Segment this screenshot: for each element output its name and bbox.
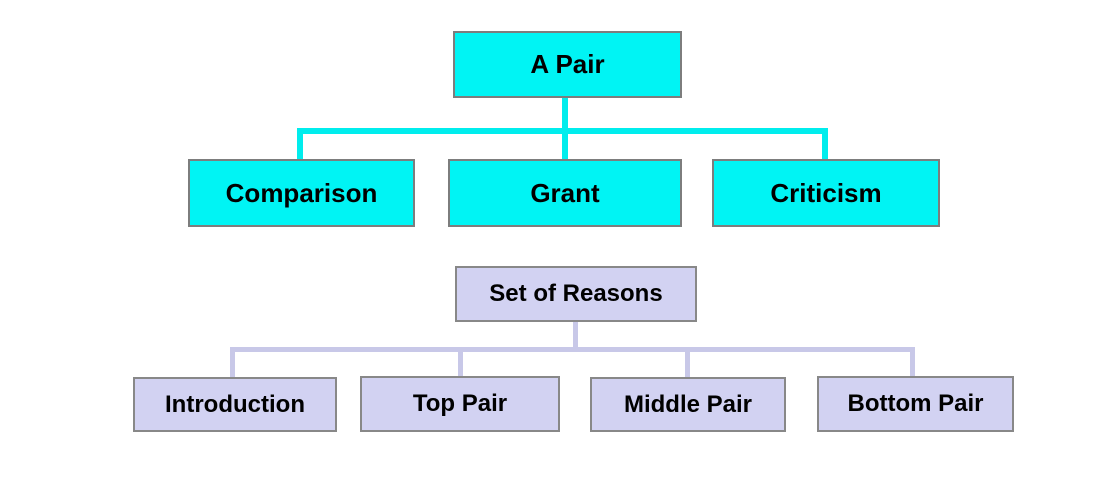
node-grant: Grant xyxy=(448,159,682,227)
node-comparison: Comparison xyxy=(188,159,415,227)
reasons-tree-drop-line-4 xyxy=(910,350,915,377)
node-introduction: Introduction xyxy=(133,377,337,432)
pair-tree-drop-line-3 xyxy=(822,131,828,159)
node-a-pair: A Pair xyxy=(453,31,682,98)
pair-tree-drop-line-1 xyxy=(297,131,303,159)
node-set-of-reasons: Set of Reasons xyxy=(455,266,697,322)
node-top-pair: Top Pair xyxy=(360,376,560,432)
pair-tree-root-stem-line xyxy=(562,98,568,131)
node-criticism: Criticism xyxy=(712,159,940,227)
reasons-tree-drop-line-3 xyxy=(685,350,690,377)
node-bottom-pair: Bottom Pair xyxy=(817,376,1014,432)
reasons-tree-root-stem-line xyxy=(573,322,578,350)
reasons-tree-drop-line-2 xyxy=(458,350,463,377)
node-middle-pair: Middle Pair xyxy=(590,377,786,432)
pair-tree-drop-line-2 xyxy=(562,131,568,159)
reasons-tree-horizontal-line xyxy=(230,347,915,352)
reasons-tree-drop-line-1 xyxy=(230,350,235,377)
